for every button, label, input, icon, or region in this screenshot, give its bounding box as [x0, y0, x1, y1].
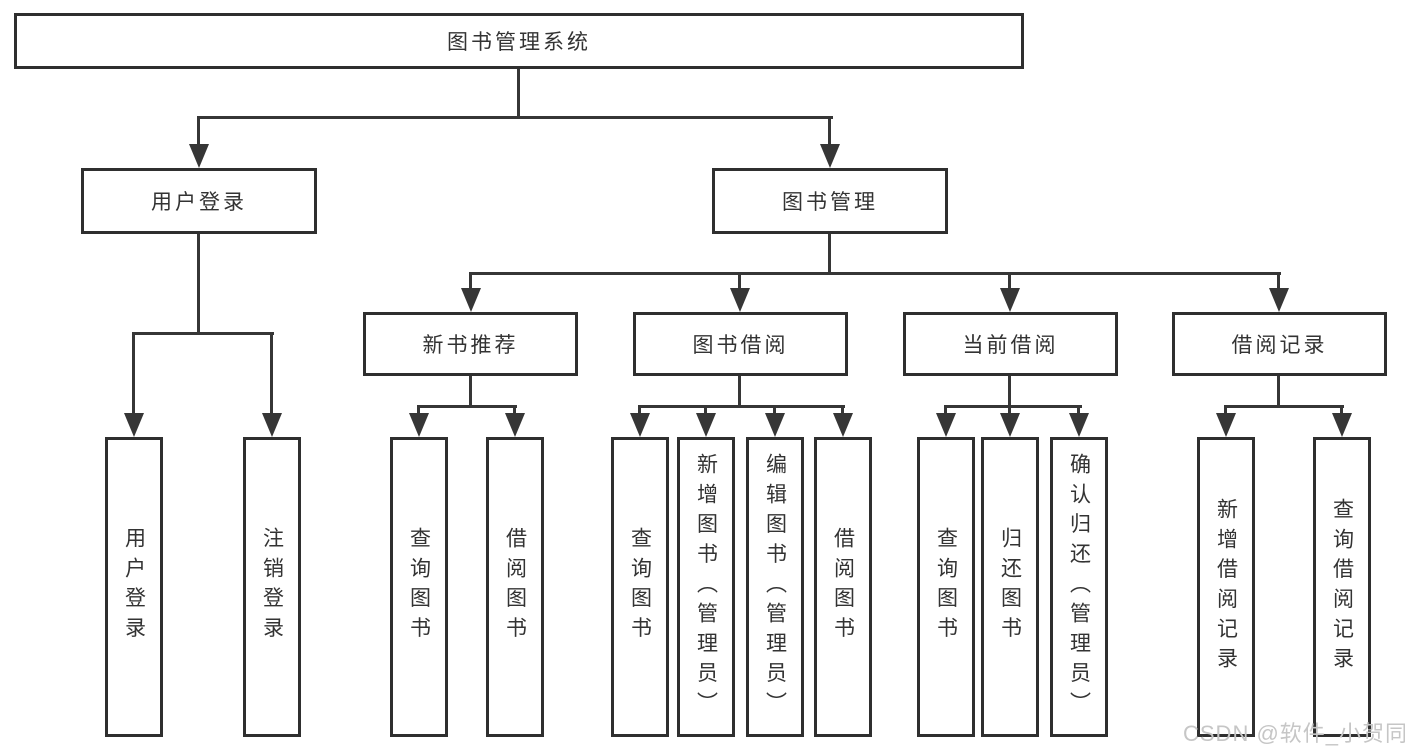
connector-line	[197, 116, 833, 119]
connector-line	[197, 232, 200, 335]
connector-line	[828, 232, 831, 275]
leaf-query-books-current: 查询图书	[917, 437, 975, 737]
node-borrowing-records: 借阅记录	[1172, 312, 1387, 376]
node-user-login: 用户登录	[81, 168, 317, 234]
connector-line	[944, 405, 1082, 408]
leaf-query-books-recommend: 查询图书	[390, 437, 448, 737]
leaf-return-books: 归还图书	[981, 437, 1039, 737]
node-current-borrowing: 当前借阅	[903, 312, 1118, 376]
leaf-confirm-return-admin: 确认归还（管理员）	[1050, 437, 1108, 737]
arrowhead-icon	[461, 288, 481, 312]
connector-line	[1008, 405, 1011, 415]
arrowhead-icon	[696, 413, 716, 437]
arrowhead-icon	[189, 144, 209, 168]
arrowhead-icon	[409, 413, 429, 437]
leaf-logout: 注销登录	[243, 437, 301, 737]
connector-line	[1008, 374, 1011, 408]
leaf-edit-books-admin: 编辑图书（管理员）	[746, 437, 804, 737]
leaf-borrow-books: 借阅图书	[814, 437, 872, 737]
arrowhead-icon	[833, 413, 853, 437]
connector-line	[738, 272, 741, 291]
connector-line	[469, 272, 1281, 275]
arrowhead-icon	[820, 144, 840, 168]
node-new-book-recommendation: 新书推荐	[363, 312, 578, 376]
connector-line	[1224, 405, 1227, 415]
arrowhead-icon	[730, 288, 750, 312]
connector-line	[1077, 405, 1080, 415]
arrowhead-icon	[1000, 288, 1020, 312]
connector-line	[469, 374, 472, 408]
connector-line	[1008, 272, 1011, 291]
connector-line	[417, 405, 517, 408]
connector-line	[1277, 272, 1280, 291]
arrowhead-icon	[505, 413, 525, 437]
node-book-borrowing-label: 图书借阅	[692, 334, 789, 357]
arrowhead-icon	[1069, 413, 1089, 437]
connector-line	[638, 405, 845, 408]
arrowhead-icon	[630, 413, 650, 437]
connector-line	[513, 405, 516, 415]
connector-line	[469, 272, 472, 291]
node-book-management-label: 图书管理	[782, 191, 878, 214]
csdn-watermark: CSDN @软件_小贺同学	[1183, 721, 1405, 746]
connector-line	[197, 116, 200, 146]
connector-line	[1224, 405, 1344, 408]
connector-line	[828, 116, 831, 147]
arrowhead-icon	[1269, 288, 1289, 312]
node-root-library-system: 图书管理系统	[14, 13, 1024, 69]
leaf-borrow-books-recommend: 借阅图书	[486, 437, 544, 737]
connector-line	[1277, 374, 1280, 408]
node-book-borrowing: 图书借阅	[633, 312, 848, 376]
leaf-add-borrow-record: 新增借阅记录	[1197, 437, 1255, 737]
connector-line	[638, 405, 641, 415]
node-root-label: 图书管理系统	[447, 31, 591, 54]
node-book-management: 图书管理	[712, 168, 948, 234]
node-current-borrowing-label: 当前借阅	[962, 334, 1059, 357]
connector-line	[773, 405, 776, 415]
connector-line	[944, 405, 947, 415]
node-user-login-label: 用户登录	[151, 191, 247, 214]
leaf-query-books-borrowing: 查询图书	[611, 437, 669, 737]
arrowhead-icon	[124, 413, 144, 437]
node-new-book-recommendation-label: 新书推荐	[422, 334, 519, 357]
connector-line	[132, 332, 274, 335]
leaf-add-books-admin: 新增图书（管理员）	[677, 437, 735, 737]
connector-line	[1340, 405, 1343, 415]
arrowhead-icon	[1332, 413, 1352, 437]
connector-line	[738, 374, 741, 408]
node-borrowing-records-label: 借阅记录	[1231, 334, 1328, 357]
connector-line	[517, 67, 520, 118]
leaf-query-borrow-record: 查询借阅记录	[1313, 437, 1371, 737]
arrowhead-icon	[262, 413, 282, 437]
connector-line	[417, 405, 420, 415]
connector-line	[132, 332, 135, 415]
connector-line	[704, 405, 707, 415]
connector-line	[841, 405, 844, 415]
connector-line	[270, 332, 273, 415]
arrowhead-icon	[936, 413, 956, 437]
arrowhead-icon	[1000, 413, 1020, 437]
leaf-user-login: 用户登录	[105, 437, 163, 737]
arrowhead-icon	[1216, 413, 1236, 437]
arrowhead-icon	[765, 413, 785, 437]
